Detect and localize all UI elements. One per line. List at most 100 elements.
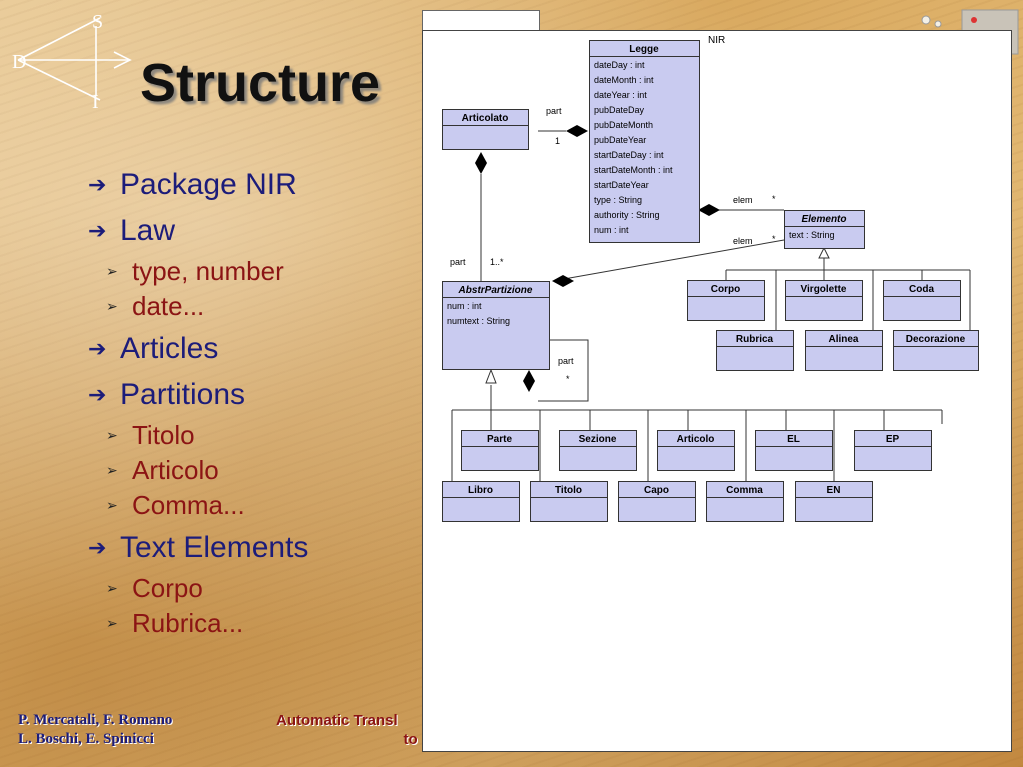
class-el[interactable]: EL bbox=[755, 430, 833, 471]
bullet-item: ➔ Partitions bbox=[88, 376, 428, 414]
class-articolo[interactable]: Articolo bbox=[657, 430, 735, 471]
sub-bullet-label: Articolo bbox=[132, 455, 219, 485]
sub-bullet-label: date... bbox=[132, 291, 205, 321]
chevron-bullet-icon: ➢ bbox=[106, 427, 118, 443]
class-name: EP bbox=[886, 434, 900, 445]
svg-text:1..*: 1..* bbox=[490, 257, 504, 267]
sub-bullet-item: ➢ date... bbox=[88, 289, 428, 324]
chevron-bullet-icon: ➢ bbox=[106, 263, 118, 279]
sub-bullet-item: ➢ Titolo bbox=[88, 418, 428, 453]
class-titolo[interactable]: Titolo bbox=[530, 481, 608, 522]
sub-bullet-list: ➢Corpo➢Rubrica... bbox=[88, 571, 428, 641]
chevron-bullet-icon: ➢ bbox=[106, 497, 118, 513]
class-name: Libro bbox=[468, 485, 493, 496]
class-name: Sezione bbox=[579, 434, 617, 445]
bullet-item: ➔Articles bbox=[88, 330, 428, 368]
chevron-bullet-icon: ➢ bbox=[106, 580, 118, 596]
class-name: Articolato bbox=[462, 113, 509, 124]
sub-bullet-item: ➢Comma... bbox=[88, 488, 428, 523]
triangle-arrow-icon bbox=[818, 246, 830, 259]
class-name: Rubrica bbox=[736, 334, 774, 345]
class-name: Virgolette bbox=[801, 284, 847, 295]
svg-text:part: part bbox=[450, 257, 466, 267]
diamond-icon bbox=[475, 152, 487, 174]
bullet-item: ➔ Package NIR bbox=[88, 166, 428, 204]
class-attribute: pubDateYear bbox=[594, 135, 646, 145]
class-sezione[interactable]: Sezione bbox=[559, 430, 637, 471]
bullet-label: Package NIR bbox=[120, 168, 297, 201]
class-capo[interactable]: Capo bbox=[618, 481, 696, 522]
class-parte[interactable]: Parte bbox=[461, 430, 539, 471]
arrow-bullet-icon: ➔ bbox=[88, 535, 107, 560]
sub-bullet-label: Rubrica... bbox=[132, 608, 244, 638]
svg-text:elem: elem bbox=[733, 195, 753, 205]
class-articolato[interactable]: Articolato bbox=[442, 109, 529, 150]
association-labels: part 1 elem * elem * part 1..* part * bbox=[450, 106, 776, 384]
class-name: Capo bbox=[644, 485, 669, 496]
class-libro[interactable]: Libro bbox=[442, 481, 520, 522]
class-en[interactable]: EN bbox=[795, 481, 873, 522]
bullet-list: ➔Package NIR➔Law➢type, number➢date...➔Ar… bbox=[88, 166, 428, 647]
svg-text:*: * bbox=[772, 194, 776, 204]
class-ep[interactable]: EP bbox=[854, 430, 932, 471]
class-attribute: text : String bbox=[789, 230, 835, 240]
class-attribute: pubDateDay bbox=[594, 105, 645, 115]
class-attribute: authority : String bbox=[594, 210, 660, 220]
footer-title: Automatic Transl to l bbox=[276, 711, 426, 749]
author-line: L. Boschi, E. Spinicci bbox=[18, 731, 154, 747]
class-attribute: type : String bbox=[594, 195, 642, 205]
class-virgolette[interactable]: Virgolette bbox=[785, 280, 863, 321]
class-alinea[interactable]: Alinea bbox=[805, 330, 883, 371]
sdi-logo: S D I bbox=[12, 11, 132, 113]
class-comma[interactable]: Comma bbox=[706, 481, 784, 522]
uml-diagram: NIR bbox=[422, 30, 1012, 752]
slide-title: Structure bbox=[140, 53, 381, 113]
package-label: NIR bbox=[708, 35, 725, 46]
bullet-label: Text Elements bbox=[120, 531, 309, 564]
arrow-bullet-icon: ➔ bbox=[88, 172, 107, 197]
class-name: EL bbox=[787, 434, 800, 445]
footer-authors: P. Mercatali, F. Romano L. Boschi, E. Sp… bbox=[18, 711, 172, 749]
class-name: AbstrPartizione bbox=[458, 285, 533, 296]
abstr-self-link bbox=[538, 339, 589, 402]
class-elemento[interactable]: Elemento text : String bbox=[784, 210, 865, 249]
sub-bullet-label: Titolo bbox=[132, 420, 195, 450]
composition-diamonds bbox=[475, 125, 720, 392]
class-attribute: startDateMonth : int bbox=[594, 165, 673, 175]
svg-text:1: 1 bbox=[555, 136, 560, 146]
class-rubrica[interactable]: Rubrica bbox=[716, 330, 794, 371]
class-corpo[interactable]: Corpo bbox=[687, 280, 765, 321]
class-attribute: startDateYear bbox=[594, 180, 649, 190]
arrow-bullet-icon: ➔ bbox=[88, 218, 107, 243]
bullet-label: Partitions bbox=[120, 378, 246, 411]
class-name: Elemento bbox=[801, 214, 846, 225]
class-name: Corpo bbox=[711, 284, 740, 295]
class-attribute: dateYear : int bbox=[594, 90, 647, 100]
class-decorazione[interactable]: Decorazione bbox=[893, 330, 979, 371]
class-name: Comma bbox=[726, 485, 763, 496]
svg-text:part: part bbox=[558, 356, 574, 366]
author-line: P. Mercatali, F. Romano bbox=[18, 712, 173, 728]
bullet-item: ➔Law bbox=[88, 212, 428, 250]
diamond-icon bbox=[552, 275, 574, 287]
sub-bullet-item: ➢type, number bbox=[88, 254, 428, 289]
svg-text:*: * bbox=[772, 234, 776, 244]
footer-title-line: to l bbox=[403, 731, 427, 748]
arrow-bullet-icon: ➔ bbox=[88, 382, 107, 407]
chevron-bullet-icon: ➢ bbox=[106, 615, 118, 631]
bullet-label: Articles bbox=[120, 332, 219, 365]
class-name: Legge bbox=[629, 44, 659, 55]
class-attribute: pubDateMonth bbox=[594, 120, 653, 130]
class-name: Alinea bbox=[828, 334, 858, 345]
svg-text:I: I bbox=[92, 91, 99, 113]
sub-bullet-list: ➢ Titolo ➢ Articolo➢Comma... bbox=[88, 418, 428, 523]
sub-bullet-list: ➢type, number➢date... bbox=[88, 254, 428, 324]
chevron-bullet-icon: ➢ bbox=[106, 298, 118, 314]
class-coda[interactable]: Coda bbox=[883, 280, 961, 321]
class-name: EN bbox=[827, 485, 841, 496]
diagram-window-tab bbox=[422, 10, 540, 32]
sub-bullet-item: ➢Corpo bbox=[88, 571, 428, 606]
